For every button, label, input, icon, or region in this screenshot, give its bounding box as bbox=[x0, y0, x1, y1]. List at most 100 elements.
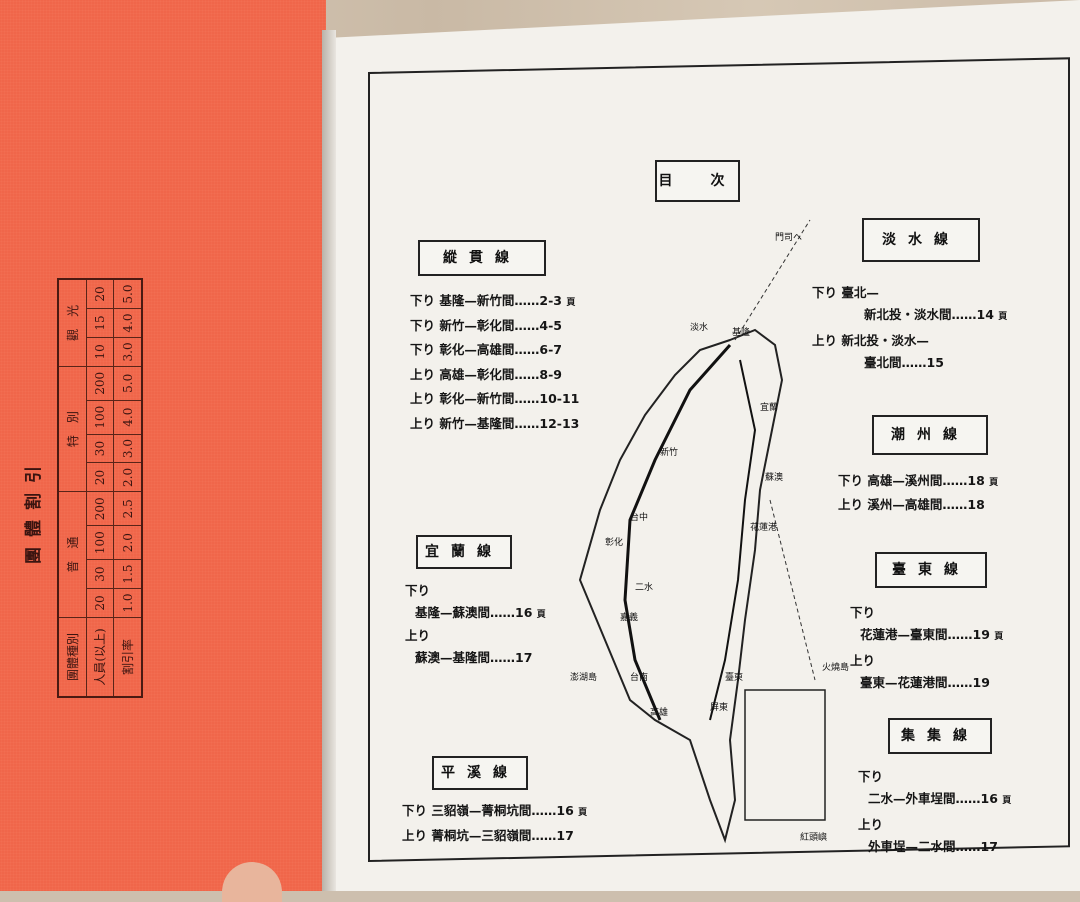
map-station-label: 台南 bbox=[630, 671, 648, 683]
route: 新竹—基隆間 bbox=[439, 415, 515, 431]
toc-entry[interactable]: 上り 新竹—基隆間……12-13 bbox=[410, 413, 579, 432]
map-station-label: 淡水 bbox=[690, 321, 708, 333]
route-start: 新北投・淡水— bbox=[841, 333, 929, 348]
page-number: 17 bbox=[515, 649, 533, 665]
route: 外車埕—二水間 bbox=[868, 839, 956, 854]
left-page-cover: 團體割引 團體種別 普 通 特 別 觀 光 人員(以上) 20 30 100 2… bbox=[0, 0, 326, 891]
toc-entry[interactable]: 花蓮港—臺東間……19 頁 bbox=[860, 624, 1003, 643]
group-discount-table: 團體種別 普 通 特 別 觀 光 人員(以上) 20 30 100 200 20… bbox=[57, 278, 153, 698]
cell: 20 bbox=[86, 279, 114, 309]
toc-entry[interactable]: 蘇澳—基隆間……17 bbox=[415, 647, 532, 666]
page-number: 17 bbox=[980, 839, 998, 854]
direction-label: 下り bbox=[850, 605, 876, 620]
cell: 3.0 bbox=[113, 337, 142, 367]
page-unit: 頁 bbox=[994, 632, 1004, 642]
toc-entry[interactable]: 下り 基隆—新竹間……2-3 頁 bbox=[410, 290, 575, 309]
route: 基隆—新竹間 bbox=[439, 293, 515, 308]
section-title: 平溪線 bbox=[432, 756, 528, 790]
toc-entry[interactable]: 外車埕—二水間……17 bbox=[868, 836, 998, 855]
leader: …… bbox=[514, 293, 540, 308]
map-station-label: 火燒島 bbox=[822, 661, 849, 673]
direction-label: 上り bbox=[410, 366, 436, 382]
route: 彰化—高雄間 bbox=[439, 342, 515, 357]
page-number: 4-5 bbox=[539, 317, 562, 333]
leader: …… bbox=[947, 627, 973, 642]
leader: …… bbox=[514, 342, 540, 357]
direction-label: 下り bbox=[410, 342, 436, 357]
map-station-label: 紅頭嶼 bbox=[800, 831, 827, 843]
map-station-label: 蘇澳 bbox=[765, 471, 783, 483]
toc-entry[interactable]: 上り 彰化—新竹間……10-11 bbox=[410, 388, 579, 407]
direction-label: 上り bbox=[405, 627, 431, 643]
leader: …… bbox=[531, 803, 557, 818]
map-station-label: 門司へ bbox=[775, 232, 802, 243]
cell: 200 bbox=[86, 366, 114, 401]
header-group-type: 團體種別 bbox=[58, 617, 87, 697]
map-station-label: 宜蘭 bbox=[760, 401, 778, 413]
map-station-label: 基隆 bbox=[732, 326, 750, 338]
cell: 5.0 bbox=[113, 366, 142, 401]
page-unit: 頁 bbox=[536, 610, 546, 620]
railway-map: 基隆淡水新竹台中彰化二水嘉義台南高雄屏東宜蘭蘇澳花蓮港臺東門司へ紅頭嶼火燒島澎湖… bbox=[570, 219, 849, 844]
cell: 4.0 bbox=[113, 308, 142, 338]
toc-entry[interactable]: 上り 高雄—彰化間……8-9 bbox=[410, 364, 562, 383]
page-unit: 頁 bbox=[998, 312, 1008, 322]
cell: 30 bbox=[86, 559, 114, 589]
direction-label: 下り bbox=[838, 473, 864, 488]
leader: …… bbox=[901, 355, 927, 370]
leader: …… bbox=[514, 415, 540, 431]
direction-label: 上り bbox=[858, 817, 884, 832]
route: 蘇澳—基隆間 bbox=[415, 649, 491, 665]
toc-entry-head: 下り 臺北— bbox=[812, 282, 879, 301]
toc-entry[interactable]: 上り 溪州—高雄間……18 bbox=[838, 494, 985, 513]
route: 花蓮港—臺東間 bbox=[860, 627, 948, 642]
toc-entry[interactable]: 下り 新竹—彰化間……4-5 bbox=[410, 315, 562, 334]
header-sightseeing: 觀 光 bbox=[58, 279, 87, 367]
toc-entry[interactable]: 下り 高雄—溪州間……18 頁 bbox=[838, 470, 998, 489]
east-line bbox=[709, 359, 757, 721]
route: 溪州—高雄間 bbox=[867, 497, 943, 512]
toc-entry[interactable]: 新北投・淡水間……14 頁 bbox=[864, 304, 1007, 323]
direction-label: 上り bbox=[812, 333, 838, 348]
leader: …… bbox=[951, 307, 977, 322]
page-unit: 頁 bbox=[1002, 796, 1012, 806]
route: 新北投・淡水間 bbox=[864, 307, 952, 322]
direction-label: 上り bbox=[410, 415, 436, 431]
section-title: 淡水線 bbox=[862, 218, 980, 262]
route: 菁桐坑—三貂嶺間 bbox=[431, 828, 532, 843]
toc-entry[interactable]: 臺東—花蓮港間……19 bbox=[860, 672, 990, 691]
direction-label: 上り bbox=[850, 653, 876, 668]
toc-entry[interactable]: 下り 三貂嶺—菁桐坑間……16 頁 bbox=[402, 800, 587, 819]
map-station-label: 臺東 bbox=[725, 671, 743, 683]
route: 三貂嶺—菁桐坑間 bbox=[431, 803, 532, 818]
cell: 1.5 bbox=[113, 559, 142, 589]
sea-route bbox=[769, 499, 816, 681]
sea-route bbox=[734, 219, 811, 341]
header-regular: 普 通 bbox=[58, 491, 87, 618]
cell: 2.0 bbox=[113, 462, 142, 492]
toc-entry[interactable]: 基隆—蘇澳間……16 頁 bbox=[415, 602, 546, 621]
direction-label: 下り bbox=[410, 317, 436, 333]
route-start: 臺北— bbox=[841, 285, 879, 300]
cell: 10 bbox=[86, 337, 114, 367]
page-number: 14 bbox=[976, 307, 994, 322]
cell: 20 bbox=[86, 588, 114, 618]
page-number: 15 bbox=[926, 355, 944, 370]
route: 高雄—溪州間 bbox=[867, 473, 943, 488]
section-title: 宜蘭線 bbox=[416, 535, 512, 569]
map-station-label: 台中 bbox=[630, 511, 648, 523]
toc-entry[interactable]: 上り 菁桐坑—三貂嶺間……17 bbox=[402, 825, 574, 844]
toc-entry[interactable]: 臺北間……15 bbox=[864, 352, 944, 371]
rate-label: 割引率 bbox=[113, 617, 142, 697]
page-number: 12-13 bbox=[539, 415, 580, 431]
toc-entry[interactable]: 下り 彰化—高雄間……6-7 bbox=[410, 339, 562, 358]
header-special: 特 別 bbox=[58, 366, 87, 492]
direction-label: 下り bbox=[858, 769, 884, 784]
map-station-label: 二水 bbox=[635, 581, 653, 593]
toc-entry[interactable]: 二水—外車埕間……16 頁 bbox=[868, 788, 1011, 807]
leader: …… bbox=[490, 605, 516, 620]
direction-label: 下り bbox=[410, 293, 436, 308]
page-number: 16 bbox=[980, 791, 998, 806]
book-gutter bbox=[322, 30, 336, 891]
leader: …… bbox=[531, 828, 557, 843]
